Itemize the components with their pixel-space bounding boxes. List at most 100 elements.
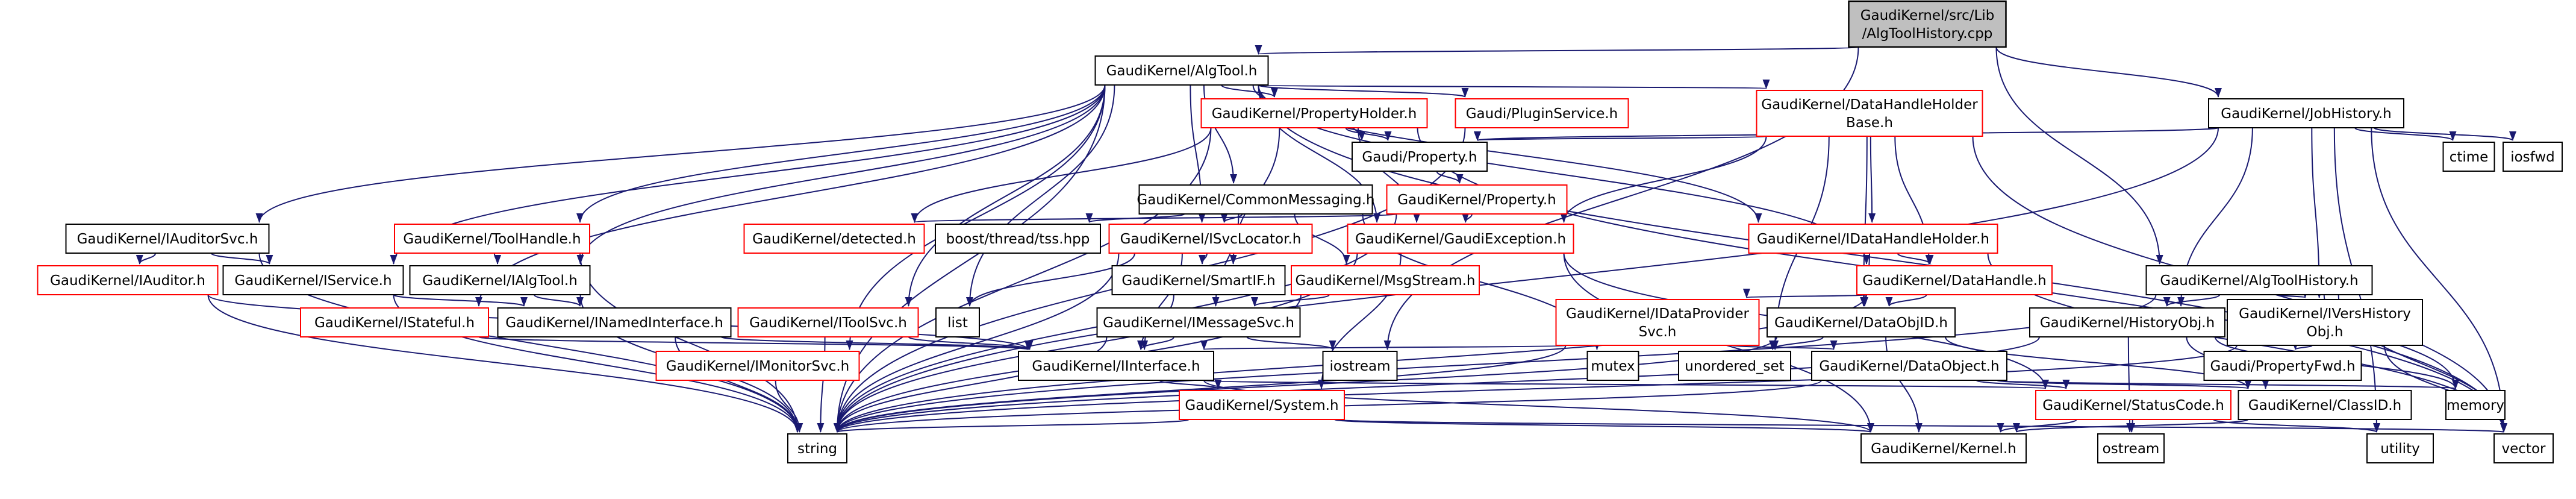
node-box[interactable]: [1386, 184, 1568, 215]
graph-node-classid-h[interactable]: GaudiKernel/ClassID.h: [2238, 390, 2412, 420]
graph-node-gaudiexception-h[interactable]: GaudiKernel/GaudiException.h: [1347, 224, 1574, 254]
node-box[interactable]: [1811, 351, 2007, 381]
node-box[interactable]: [2208, 98, 2404, 128]
graph-node-ostream-n[interactable]: ostream: [2097, 433, 2165, 463]
graph-node-inamedinterface-h[interactable]: GaudiKernel/INamedInterface.h: [497, 307, 732, 337]
node-box[interactable]: [935, 224, 1101, 254]
graph-node-ctime-n[interactable]: ctime: [2442, 142, 2495, 172]
graph-node-iostream-n[interactable]: iostream: [1322, 351, 1398, 381]
graph-node-ialgtool-h[interactable]: GaudiKernel/IAlgTool.h: [409, 265, 591, 295]
node-box[interactable]: [2366, 433, 2434, 463]
graph-node-algtoolhistory-h[interactable]: GaudiKernel/AlgToolHistory.h: [2145, 265, 2373, 295]
graph-node-propertyholder-h[interactable]: GaudiKernel/PropertyHolder.h: [1200, 98, 1428, 128]
node-box[interactable]: [743, 224, 925, 254]
graph-node-pluginservice-h[interactable]: Gaudi/PluginService.h: [1455, 98, 1629, 128]
node-box[interactable]: [2442, 142, 2495, 172]
graph-node-smartif-h[interactable]: GaudiKernel/SmartIF.h: [1111, 265, 1286, 295]
node-box[interactable]: [1586, 351, 1639, 381]
graph-node-toolhandle-h[interactable]: GaudiKernel/ToolHandle.h: [394, 224, 590, 254]
graph-node-jobhistory-h[interactable]: GaudiKernel/JobHistory.h: [2208, 98, 2404, 128]
graph-node-detected-h[interactable]: GaudiKernel/detected.h: [743, 224, 925, 254]
graph-node-system-h[interactable]: GaudiKernel/System.h: [1179, 390, 1345, 420]
graph-node-algtool-h[interactable]: GaudiKernel/AlgTool.h: [1094, 55, 1269, 86]
node-box[interactable]: [1555, 299, 1760, 346]
node-box[interactable]: [1678, 351, 1791, 381]
graph-node-memory-n[interactable]: memory: [2445, 390, 2506, 420]
graph-node-iosfwd-n[interactable]: iosfwd: [2503, 142, 2563, 172]
node-box[interactable]: [2035, 390, 2231, 420]
node-box[interactable]: [497, 307, 732, 337]
node-box[interactable]: [65, 224, 270, 254]
graph-node-kernel-h[interactable]: GaudiKernel/Kernel.h: [1860, 433, 2027, 463]
graph-node-idhh-h[interactable]: GaudiKernel/IDataHandleHolder.h: [1748, 224, 1998, 254]
graph-node-imessagesvc-h[interactable]: GaudiKernel/IMessageSvc.h: [1096, 307, 1301, 337]
graph-node-propertyfwd-h[interactable]: Gaudi/PropertyFwd.h: [2203, 351, 2362, 381]
graph-node-mutex-n[interactable]: mutex: [1586, 351, 1639, 381]
graph-node-cpp[interactable]: GaudiKernel/src/Lib/AlgToolHistory.cpp: [1848, 0, 2007, 48]
node-box[interactable]: [1748, 224, 1998, 254]
node-box[interactable]: [1860, 433, 2027, 463]
graph-node-imonitorsvc-h[interactable]: GaudiKernel/IMonitorSvc.h: [655, 351, 860, 381]
node-box[interactable]: [935, 307, 980, 337]
graph-node-vector-n[interactable]: vector: [2493, 433, 2554, 463]
node-box[interactable]: [1352, 142, 1488, 172]
graph-node-statuscode-h[interactable]: GaudiKernel/StatusCode.h: [2035, 390, 2231, 420]
graph-node-isvclocator-h[interactable]: GaudiKernel/ISvcLocator.h: [1108, 224, 1313, 254]
graph-node-dataobjid-h[interactable]: GaudiKernel/DataObjID.h: [1767, 307, 1956, 337]
graph-node-iauditor-h[interactable]: GaudiKernel/IAuditor.h: [37, 265, 219, 295]
node-box[interactable]: [2029, 307, 2225, 337]
node-box[interactable]: [737, 307, 919, 337]
graph-node-commonmessaging-h[interactable]: GaudiKernel/CommonMessaging.h: [1137, 184, 1375, 215]
graph-node-istateful-h[interactable]: GaudiKernel/IStateful.h: [300, 307, 489, 337]
node-box[interactable]: [1322, 351, 1398, 381]
graph-node-gaudi-property-h[interactable]: Gaudi/Property.h: [1352, 142, 1488, 172]
node-box[interactable]: [2493, 433, 2554, 463]
graph-node-iauditorsvc-h[interactable]: GaudiKernel/IAuditorSvc.h: [65, 224, 270, 254]
node-box[interactable]: [2503, 142, 2563, 172]
node-box[interactable]: [394, 224, 590, 254]
graph-node-unordered-set-n[interactable]: unordered_set: [1678, 351, 1791, 381]
node-box[interactable]: [409, 265, 591, 295]
node-box[interactable]: [1018, 351, 1214, 381]
node-box[interactable]: [1856, 265, 2053, 295]
graph-node-itoolsvc-h[interactable]: GaudiKernel/IToolSvc.h: [737, 307, 919, 337]
node-box[interactable]: [1108, 224, 1313, 254]
node-box[interactable]: [2203, 351, 2362, 381]
node-box[interactable]: [1096, 307, 1301, 337]
node-box[interactable]: [1347, 224, 1574, 254]
node-box[interactable]: [2145, 265, 2373, 295]
node-box[interactable]: [1455, 98, 1629, 128]
node-box[interactable]: [1848, 0, 2007, 48]
node-box[interactable]: [1767, 307, 1956, 337]
graph-node-dataobject-h[interactable]: GaudiKernel/DataObject.h: [1811, 351, 2007, 381]
node-box[interactable]: [37, 265, 219, 295]
node-box[interactable]: [1111, 265, 1286, 295]
node-box[interactable]: [2227, 299, 2423, 346]
node-box[interactable]: [1138, 184, 1373, 215]
node-box[interactable]: [1291, 265, 1480, 295]
graph-node-string-n[interactable]: string: [787, 433, 847, 463]
node-box[interactable]: [2097, 433, 2165, 463]
graph-node-datahandle-h[interactable]: GaudiKernel/DataHandle.h: [1856, 265, 2053, 295]
node-box[interactable]: [655, 351, 860, 381]
node-box[interactable]: [787, 433, 847, 463]
node-box[interactable]: [1094, 55, 1269, 86]
graph-node-list-n[interactable]: list: [935, 307, 980, 337]
graph-node-gk-property-h[interactable]: GaudiKernel/Property.h: [1386, 184, 1568, 215]
node-box[interactable]: [222, 265, 404, 295]
graph-node-msgstream-h[interactable]: GaudiKernel/MsgStream.h: [1291, 265, 1480, 295]
node-box[interactable]: [1179, 390, 1345, 420]
graph-node-historyobj-h[interactable]: GaudiKernel/HistoryObj.h: [2029, 307, 2225, 337]
node-box[interactable]: [300, 307, 489, 337]
node-box[interactable]: [2238, 390, 2412, 420]
graph-node-iinterface-h[interactable]: GaudiKernel/IInterface.h: [1018, 351, 1214, 381]
graph-node-iservice-h[interactable]: GaudiKernel/IService.h: [222, 265, 404, 295]
node-box[interactable]: [1756, 90, 1983, 137]
node-box[interactable]: [2445, 390, 2506, 420]
graph-node-boost-tss[interactable]: boost/thread/tss.hpp: [935, 224, 1101, 254]
graph-node-utility-n[interactable]: utility: [2366, 433, 2434, 463]
node-box[interactable]: [1200, 98, 1428, 128]
